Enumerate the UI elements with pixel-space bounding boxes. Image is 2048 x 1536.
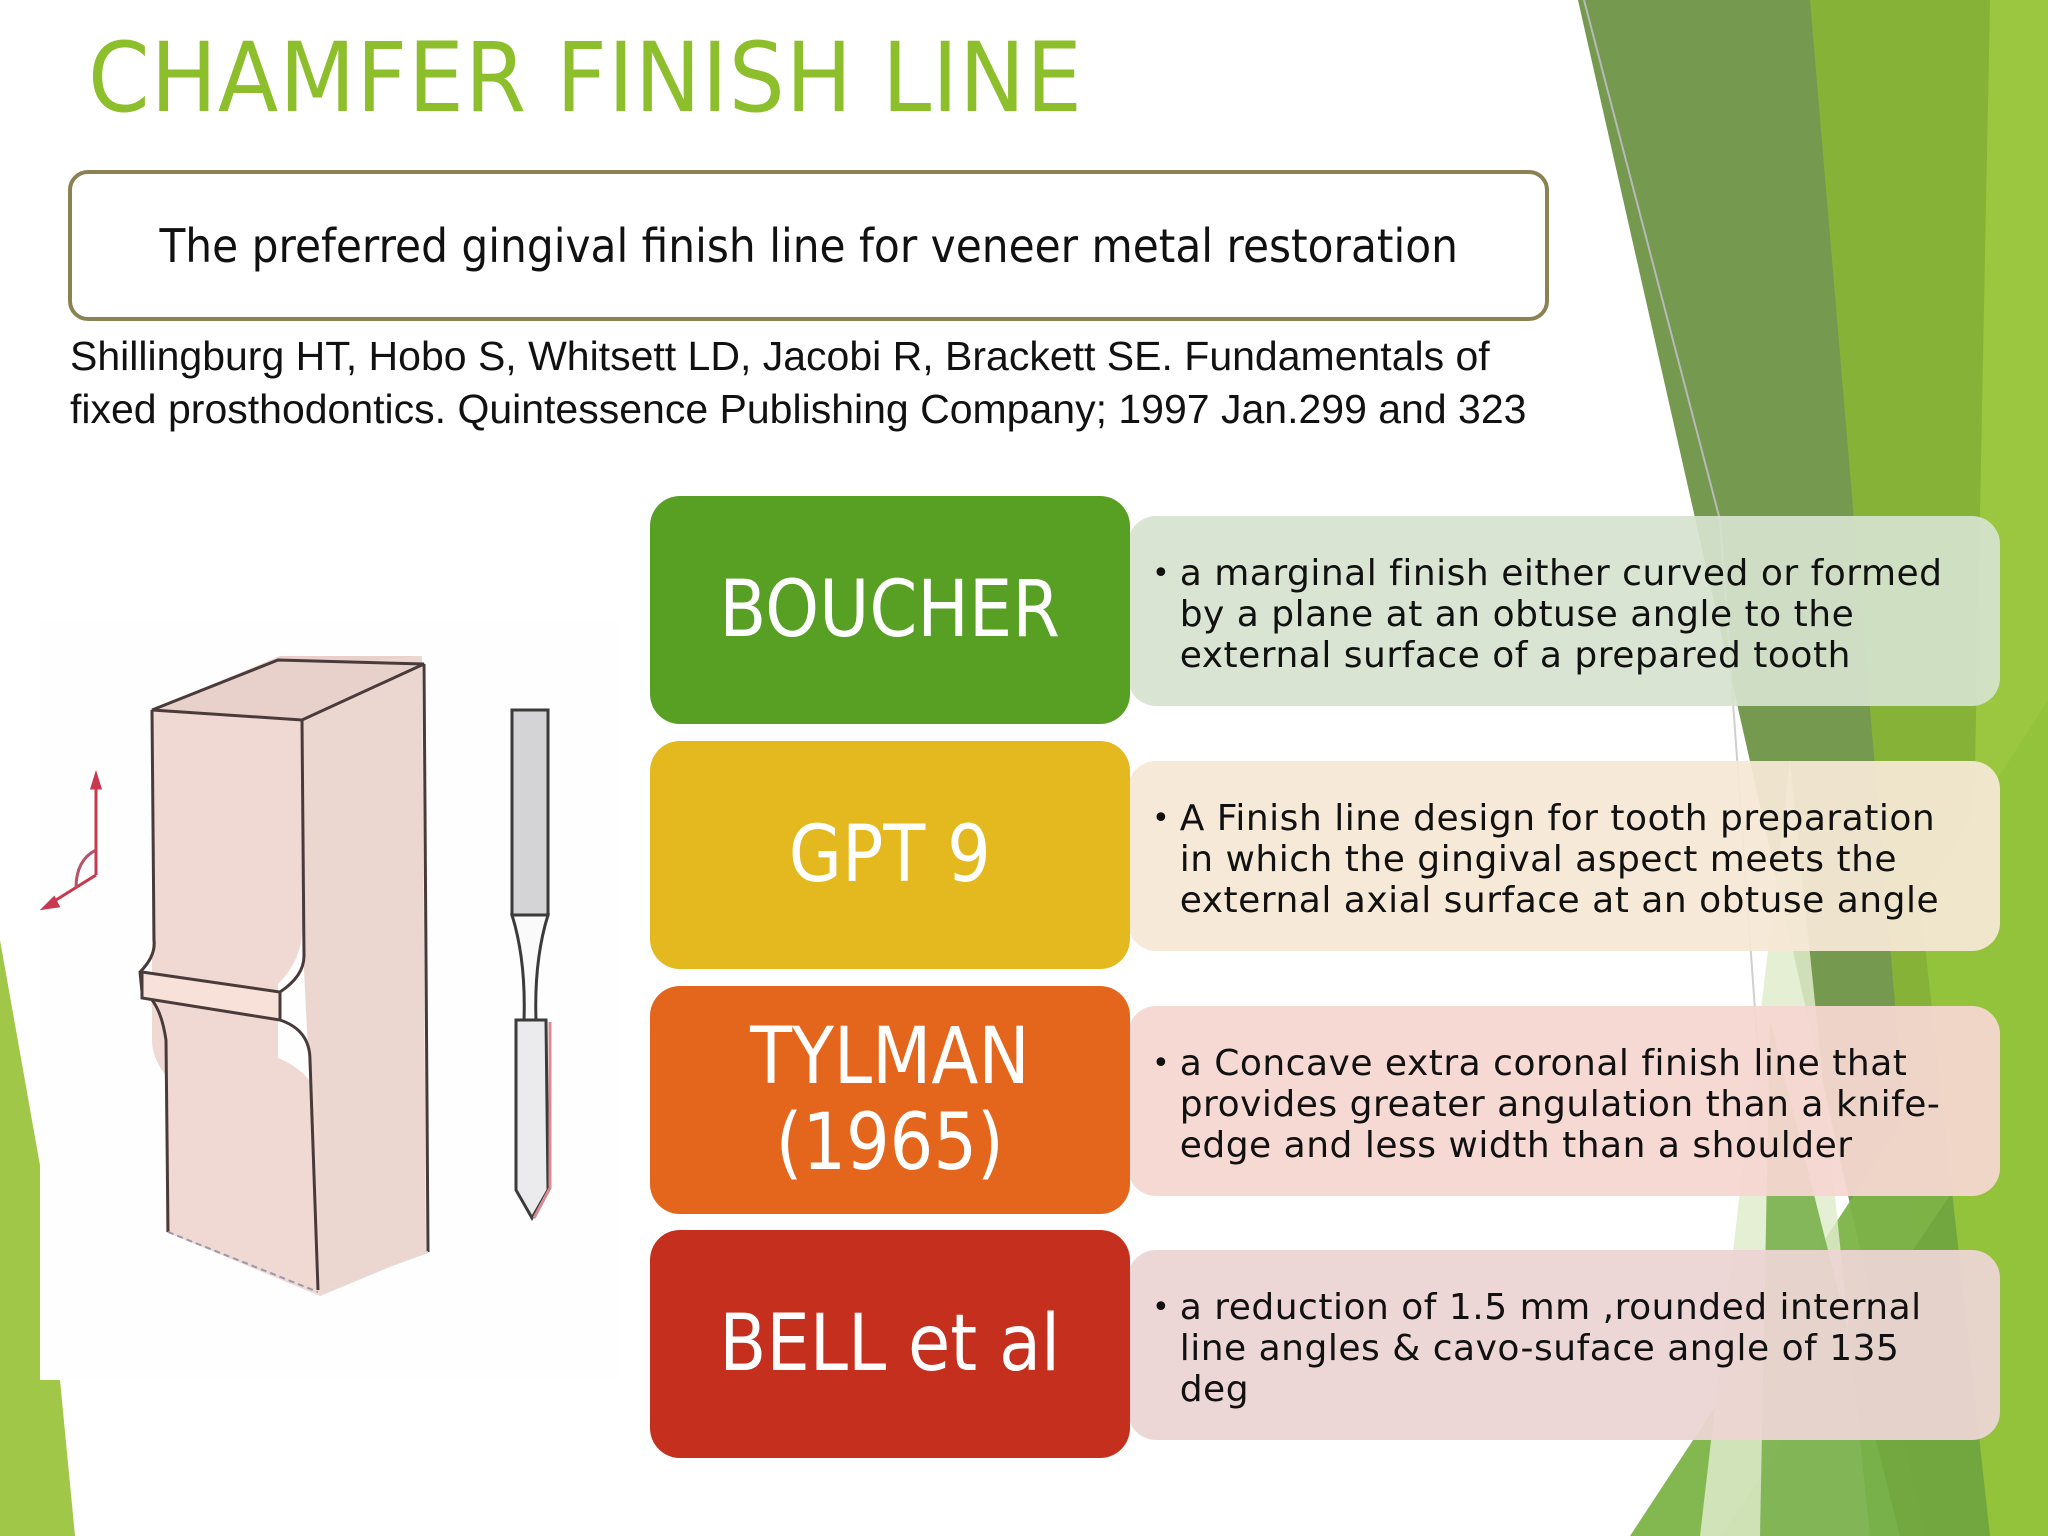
definition-row-tylman: TYLMAN (1965) • a Concave extra coronal …	[650, 986, 2000, 1214]
description-text: a Concave extra coronal finish line that…	[1179, 1042, 1941, 1166]
description-box: • a Concave extra coronal finish line th…	[1128, 1006, 2000, 1196]
bullet-icon: •	[1152, 1289, 1170, 1325]
source-label-text: BELL et al	[719, 1299, 1061, 1389]
source-label-bell: BELL et al	[650, 1230, 1130, 1458]
source-label-gpt9: GPT 9	[650, 741, 1130, 969]
bullet-icon: •	[1152, 1045, 1170, 1081]
definition-row-bell: BELL et al • a reduction of 1.5 mm ,roun…	[650, 1230, 2000, 1458]
description-box: • A Finish line design for tooth prepara…	[1128, 761, 2000, 951]
description-box: • a reduction of 1.5 mm ,rounded interna…	[1128, 1250, 2000, 1440]
bullet-icon: •	[1152, 800, 1170, 836]
definition-text: The preferred gingival finish line for v…	[159, 218, 1458, 273]
source-label-text: GPT 9	[788, 810, 991, 900]
bullet-icon: •	[1152, 555, 1170, 591]
definition-box: The preferred gingival finish line for v…	[68, 170, 1549, 321]
citation-line-1: Shillingburg HT, Hobo S, Whitsett LD, Ja…	[70, 333, 1490, 379]
description-text: A Finish line design for tooth preparati…	[1179, 797, 1940, 921]
angle-indicator-icon	[40, 769, 103, 911]
description-box: • a marginal finish either curved or for…	[1128, 516, 2000, 706]
definition-row-gpt9: GPT 9 • A Finish line design for tooth p…	[650, 741, 2000, 969]
source-label-text: BOUCHER	[719, 565, 1061, 655]
diamond-bur-icon	[509, 708, 552, 1222]
source-label-tylman: TYLMAN (1965)	[650, 986, 1130, 1214]
definition-row-boucher: BOUCHER • a marginal finish either curve…	[650, 496, 2000, 724]
tooth-chamfer-illustration	[40, 620, 620, 1380]
slide-title: CHAMFER FINISH LINE	[88, 22, 1083, 134]
citation: Shillingburg HT, Hobo S, Whitsett LD, Ja…	[70, 330, 1710, 436]
source-label-text-line2: (1965)	[775, 1098, 1005, 1188]
source-label-boucher: BOUCHER	[650, 496, 1130, 724]
description-text: a reduction of 1.5 mm ,rounded internal …	[1179, 1286, 1922, 1410]
source-label-text-line1: TYLMAN	[750, 1012, 1030, 1102]
citation-line-2: fixed prosthodontics. Quintessence Publi…	[70, 386, 1527, 432]
description-text: a marginal finish either curved or forme…	[1179, 552, 1943, 676]
